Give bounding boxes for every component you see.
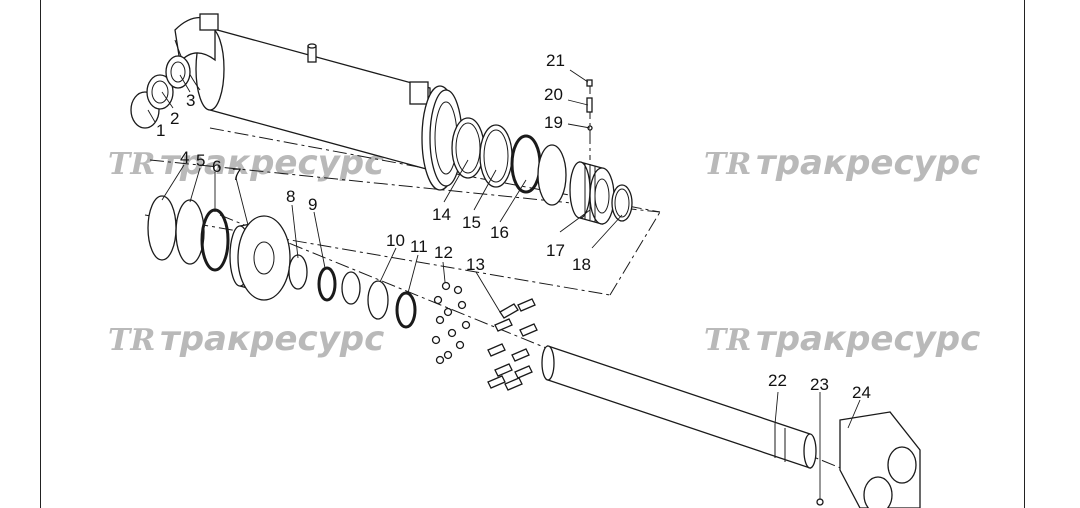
watermark-2: TR тракресурс bbox=[704, 143, 980, 183]
watermark-logo: TR bbox=[108, 147, 155, 182]
callout-5: 5 bbox=[196, 151, 205, 170]
callout-16: 16 bbox=[490, 223, 509, 242]
callout-17: 17 bbox=[546, 241, 565, 260]
cylinder-barrel bbox=[174, 13, 463, 191]
part-8-bushing bbox=[288, 254, 308, 290]
callout-6: 6 bbox=[212, 157, 221, 176]
part-21-plug bbox=[586, 79, 593, 87]
part-9-seal bbox=[317, 266, 337, 302]
callout-18: 18 bbox=[572, 255, 591, 274]
callout-23: 23 bbox=[810, 375, 829, 394]
part-17-piston bbox=[569, 161, 615, 225]
callout-10: 10 bbox=[386, 231, 405, 250]
callout-9: 9 bbox=[308, 195, 317, 214]
callout-12: 12 bbox=[434, 243, 453, 262]
callout-8: 8 bbox=[286, 187, 295, 206]
callout-19: 19 bbox=[544, 113, 563, 132]
callout-2: 2 bbox=[170, 109, 179, 128]
frame-right-border bbox=[1024, 0, 1025, 508]
callout-24: 24 bbox=[852, 383, 871, 402]
part-13-bolts bbox=[487, 298, 538, 391]
watermark-3: TR тракресурс bbox=[108, 319, 384, 359]
part-12-washers bbox=[431, 281, 471, 365]
part-11-wiper bbox=[395, 291, 417, 329]
piston-seals bbox=[451, 117, 633, 225]
callout-7: 7 bbox=[232, 165, 241, 184]
watermark-4: TR тракресурс bbox=[704, 319, 980, 359]
part-5-ring bbox=[175, 199, 205, 265]
parts-1-3-rings bbox=[130, 55, 191, 129]
part-24-rod-eye bbox=[839, 411, 921, 508]
callout-20: 20 bbox=[544, 85, 563, 104]
head-assembly bbox=[147, 195, 417, 329]
callout-1: 1 bbox=[156, 121, 165, 140]
watermark-logo: TR bbox=[704, 147, 751, 182]
part-22-piston-rod bbox=[541, 345, 817, 469]
callout-labels: 1 2 3 4 5 6 7 8 9 10 11 12 13 14 15 16 1… bbox=[156, 51, 871, 402]
part-15-seal bbox=[479, 124, 513, 188]
part-16b-ring bbox=[537, 144, 567, 206]
watermark-text: тракресурс bbox=[160, 319, 384, 359]
part-3-seal bbox=[165, 55, 191, 89]
part-16-seal bbox=[510, 134, 542, 194]
callout-21: 21 bbox=[546, 51, 565, 70]
watermark-text: тракресурс bbox=[756, 319, 980, 359]
callout-13: 13 bbox=[466, 255, 485, 274]
part-14-seal bbox=[451, 117, 485, 179]
callout-15: 15 bbox=[462, 213, 481, 232]
watermark-text: тракресурс bbox=[756, 143, 980, 183]
frame-left-border bbox=[40, 0, 41, 508]
part-10-seal bbox=[367, 280, 389, 320]
part-2-bushing bbox=[146, 74, 174, 110]
callout-22: 22 bbox=[768, 371, 787, 390]
callout-14: 14 bbox=[432, 205, 451, 224]
watermark-logo: TR bbox=[108, 323, 155, 358]
part-7-cylinder-head bbox=[229, 215, 291, 301]
callout-11: 11 bbox=[410, 237, 428, 256]
part-6-oring bbox=[200, 208, 230, 272]
leader-lines bbox=[147, 69, 861, 500]
callout-3: 3 bbox=[186, 91, 195, 110]
part-4-ring bbox=[147, 195, 177, 261]
watermark-1: TR тракресурс bbox=[108, 143, 384, 183]
watermark-logo: TR bbox=[704, 323, 751, 358]
callout-4: 4 bbox=[180, 148, 189, 167]
